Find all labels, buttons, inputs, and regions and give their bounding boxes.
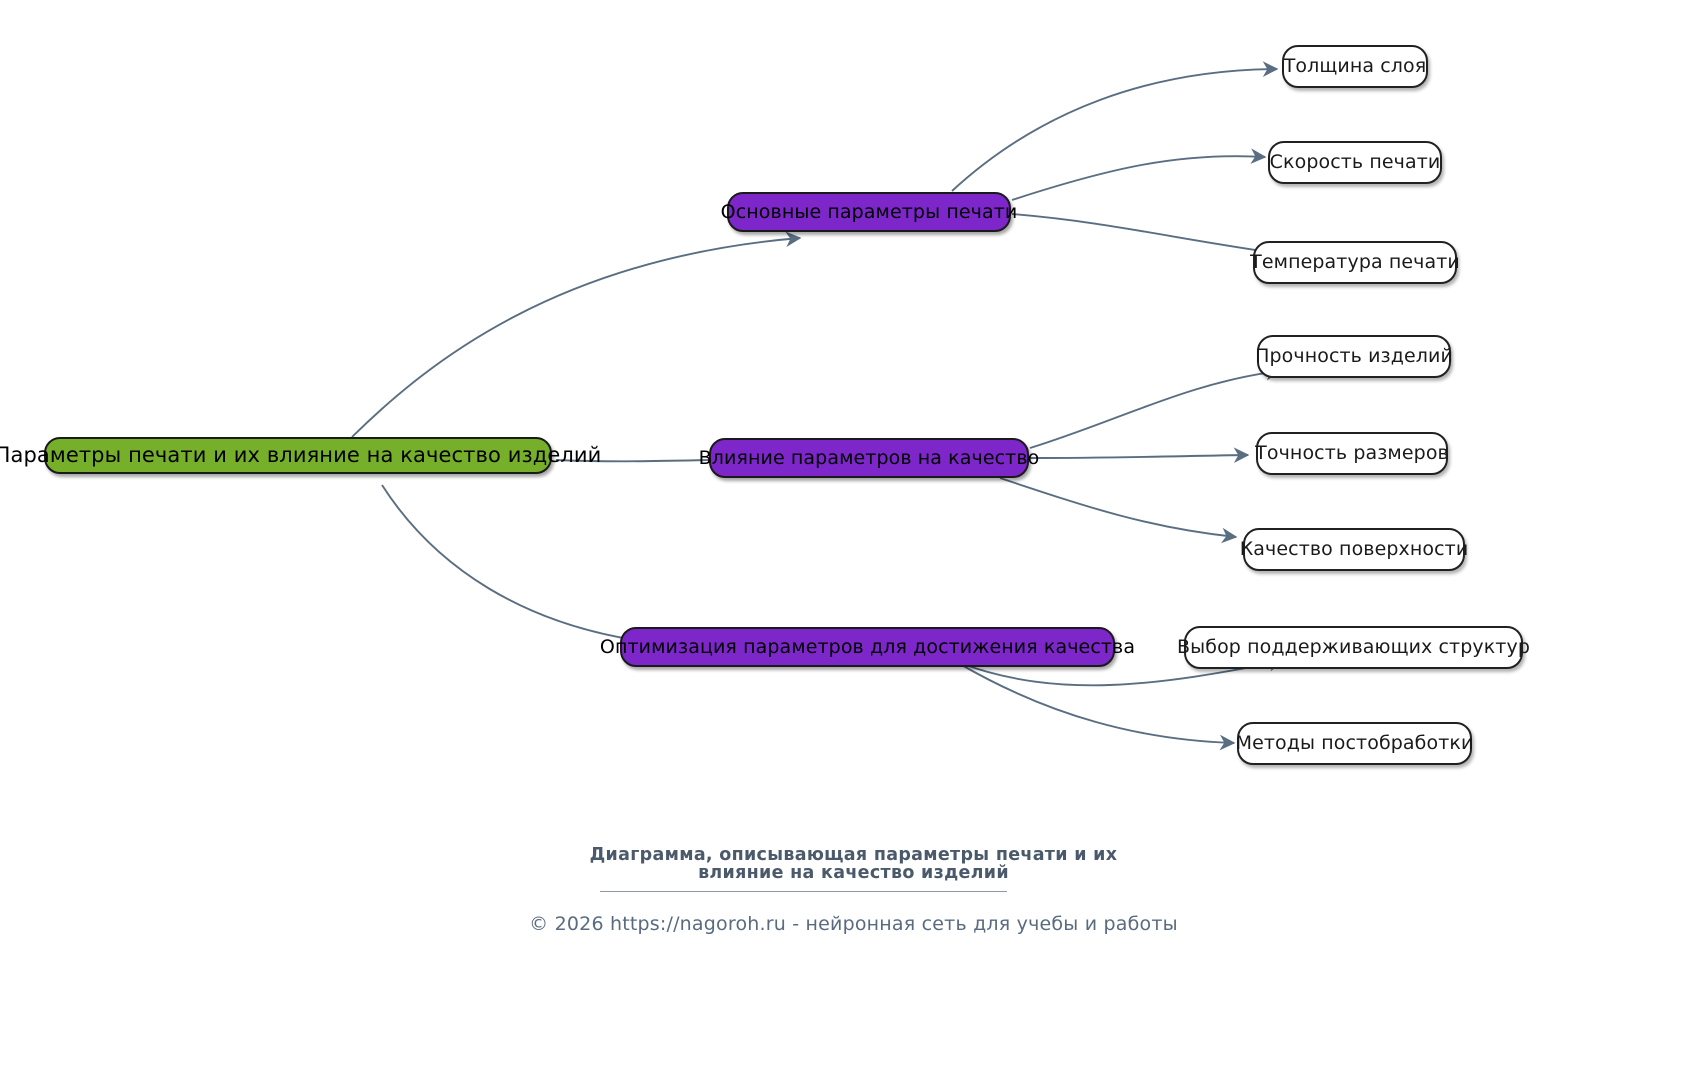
diagram-caption-line1: Диаграмма, описывающая параметры печати … <box>0 843 1707 867</box>
edge-b2-to-b2c2 <box>1029 447 1250 464</box>
node-leaf-label: Температура печати <box>1250 251 1460 273</box>
edge-b2-to-b2c3 <box>999 477 1238 544</box>
node-branch-vliyanie-parametrov-na-kachestvo[interactable]: Влияние параметров на качество <box>699 438 1039 478</box>
node-leaf-label: Прочность изделий <box>1255 345 1453 367</box>
edge-b1-to-b1c1 <box>951 61 1279 192</box>
diagram-caption-line2: влияние на качество изделий <box>0 861 1707 885</box>
caption-divider <box>600 891 1007 892</box>
footer-copyright: © 2026 https://nagoroh.ru - нейронная се… <box>0 913 1707 935</box>
node-branch-optimizatsiya-parametrov[interactable]: Оптимизация параметров для достижения ка… <box>600 627 1135 667</box>
node-branch-label: Основные параметры печати <box>720 200 1018 223</box>
node-leaf-label: Выбор поддерживающих структур <box>1177 636 1530 658</box>
node-leaf-label: Скорость печати <box>1269 151 1441 173</box>
edge-b1-to-b1c3 <box>1011 213 1292 261</box>
node-leaf-tochnost-razmerov[interactable]: Точность размеров <box>1255 432 1449 475</box>
node-leaf-label: Толщина слоя <box>1283 55 1427 77</box>
edge-root-to-b1 <box>351 231 802 438</box>
node-leaf-metody-postobrabotki[interactable]: Методы постобработки <box>1235 722 1474 765</box>
edge-b1-to-b1c2 <box>1011 148 1267 201</box>
node-root-label: Параметры печати и их влияние на качеств… <box>0 443 602 467</box>
edge-b2-to-b2c1 <box>1029 364 1282 449</box>
node-leaf-kachestvo-poverhnosti[interactable]: Качество поверхности <box>1240 528 1468 571</box>
node-root[interactable]: Параметры печати и их влияние на качеств… <box>0 437 601 474</box>
caption-line2-text: влияние на качество изделий <box>698 863 1009 883</box>
node-leaf-vybor-podderzhivayuschih-struktur[interactable]: Выбор поддерживающих структур <box>1177 626 1530 669</box>
node-leaf-label: Качество поверхности <box>1239 538 1469 560</box>
node-leaf-tolschina-sloya[interactable]: Толщина слоя <box>1282 45 1428 88</box>
node-branch-label: Влияние параметров на качество <box>698 446 1040 469</box>
node-leaf-temperatura-pechati[interactable]: Температура печати <box>1250 241 1460 284</box>
node-leaf-prochnost-izdeliy[interactable]: Прочность изделий <box>1255 335 1453 378</box>
node-branch-label: Оптимизация параметров для достижения ка… <box>599 635 1136 658</box>
footer-copyright-text: © 2026 https://nagoroh.ru - нейронная се… <box>529 913 1178 935</box>
caption-line1-text: Диаграмма, описывающая параметры печати … <box>589 845 1118 865</box>
node-branch-osnovnye-parametry-pechati[interactable]: Основные параметры печати <box>721 192 1017 232</box>
edge-b3-to-b3c2 <box>959 663 1236 751</box>
node-leaf-label: Точность размеров <box>1255 442 1449 464</box>
node-leaf-label: Методы постобработки <box>1235 732 1474 754</box>
edge-root-to-b3 <box>381 484 678 652</box>
node-leaf-skorost-pechati[interactable]: Скорость печати <box>1268 141 1442 184</box>
